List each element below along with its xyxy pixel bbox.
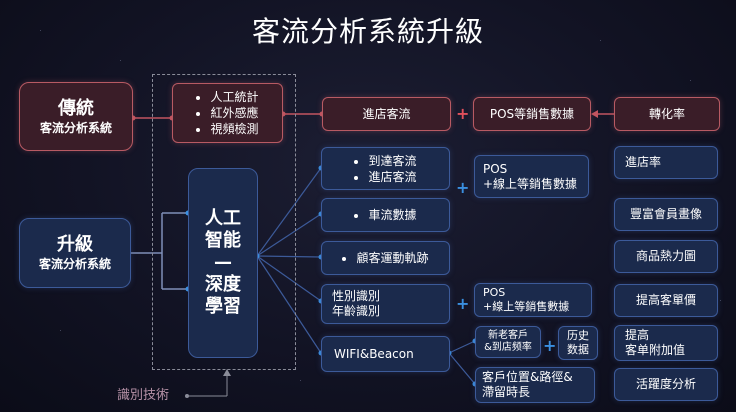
plus-icon: + <box>543 336 557 355</box>
new-old-customer-box: 新老客戶 &到店频率 <box>475 326 541 358</box>
plus-icon: + <box>456 104 470 123</box>
vehicle-item: 車流數據 <box>368 207 416 223</box>
ai-line: 人工 <box>205 208 241 229</box>
customer-location-box: 客戶位置&路徑& 滯留時長 <box>475 367 595 403</box>
tech-label: 識別技術 <box>117 388 170 403</box>
sensor-item: 人工統計 <box>210 89 258 105</box>
ai-line: 深度 <box>205 274 241 295</box>
pos-online-box-1: POS +線上等銷售數據 <box>474 155 589 198</box>
ai-line: 智能 <box>205 230 241 251</box>
age-label: 年齡識別 <box>332 304 381 318</box>
new-old-label: 新老客戶 <box>488 330 528 341</box>
conversion-rate-box: 轉化率 <box>614 97 720 131</box>
plus-icon: + <box>456 294 470 313</box>
sensor-methods-box: 人工統計 紅外感應 視頻檢測 <box>172 83 283 143</box>
tech-boundary <box>152 74 296 370</box>
pos-sales-box: POS等銷售數據 <box>473 97 591 131</box>
customer-trajectory-box: 顧客運動軌跡 <box>321 241 450 275</box>
activity-analysis-box: 活躍度分析 <box>614 368 718 401</box>
ai-line: — <box>214 252 232 273</box>
basket-value-box: 提高客單價 <box>614 284 718 317</box>
trajectory-item: 顧客運動軌跡 <box>356 250 428 266</box>
arrival-traffic-box: 到達客流 進店客流 <box>321 147 450 190</box>
traffic-item: 到達客流 <box>368 153 416 169</box>
entry-rate-box: 進店率 <box>614 146 718 179</box>
location-label: 客戶位置&路徑& <box>482 370 573 384</box>
member-profile-box: 豐富會員畫像 <box>614 198 718 231</box>
page-title: 客流分析系統升級 <box>251 15 484 48</box>
data-label: 数据 <box>567 343 589 356</box>
ai-line: 學習 <box>205 296 241 317</box>
upgrade-sub: 客流分析系統 <box>38 257 111 271</box>
pos-label: POS <box>483 161 508 176</box>
history-label: 历史 <box>567 329 589 342</box>
store-traffic-box: 進店客流 <box>322 97 451 131</box>
dwell-label: 滯留時長 <box>482 385 531 399</box>
online-sales-label: +線上等銷售數據 <box>483 300 570 313</box>
sensor-item: 紅外感應 <box>210 105 258 121</box>
upgrade-system-box: 升級 客流分析系統 <box>19 218 131 288</box>
traffic-item: 進店客流 <box>368 169 416 185</box>
vehicle-data-box: 車流數據 <box>321 198 450 232</box>
gender-label: 性別識別 <box>332 289 381 303</box>
frequency-label: &到店频率 <box>484 342 532 353</box>
plus-icon: + <box>456 178 470 197</box>
product-heatmap-box: 商品熱力圖 <box>614 240 718 273</box>
pos-online-box-2: POS +線上等銷售數據 <box>474 283 592 317</box>
traditional-system-box: 傳統 客流分析系統 <box>19 82 133 151</box>
add-on-value-box: 提高 客单附加值 <box>614 325 718 361</box>
traditional-main: 傳統 <box>58 97 94 119</box>
upgrade-main: 升級 <box>57 234 93 255</box>
sensor-item: 視頻檢測 <box>210 121 258 137</box>
pos-label: POS <box>483 286 506 299</box>
wifi-beacon-box: WIFI&Beacon <box>321 336 450 372</box>
history-data-box: 历史 数据 <box>558 326 598 360</box>
gender-age-box: 性別識別 年齡識別 <box>321 284 450 324</box>
traditional-sub: 客流分析系統 <box>39 120 112 135</box>
ai-deep-learning-box: 人工 智能 — 深度 學習 <box>188 168 258 358</box>
online-sales-label: +線上等銷售數據 <box>483 176 578 191</box>
